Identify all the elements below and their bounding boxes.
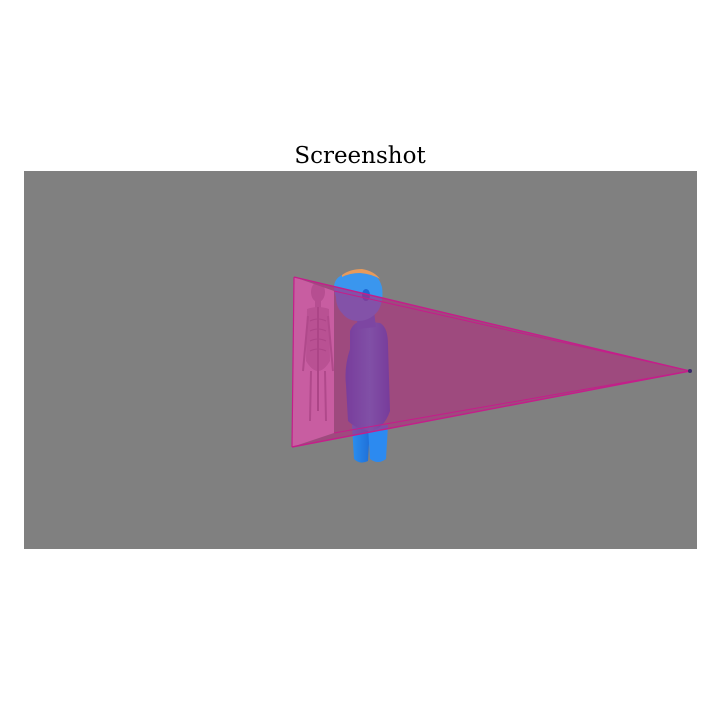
figure-title: Screenshot (294, 143, 426, 169)
projection-frustum (291, 276, 691, 448)
3d-viewport[interactable] (24, 171, 697, 549)
xray-source-point (688, 369, 692, 373)
scene-canvas (291, 269, 692, 463)
